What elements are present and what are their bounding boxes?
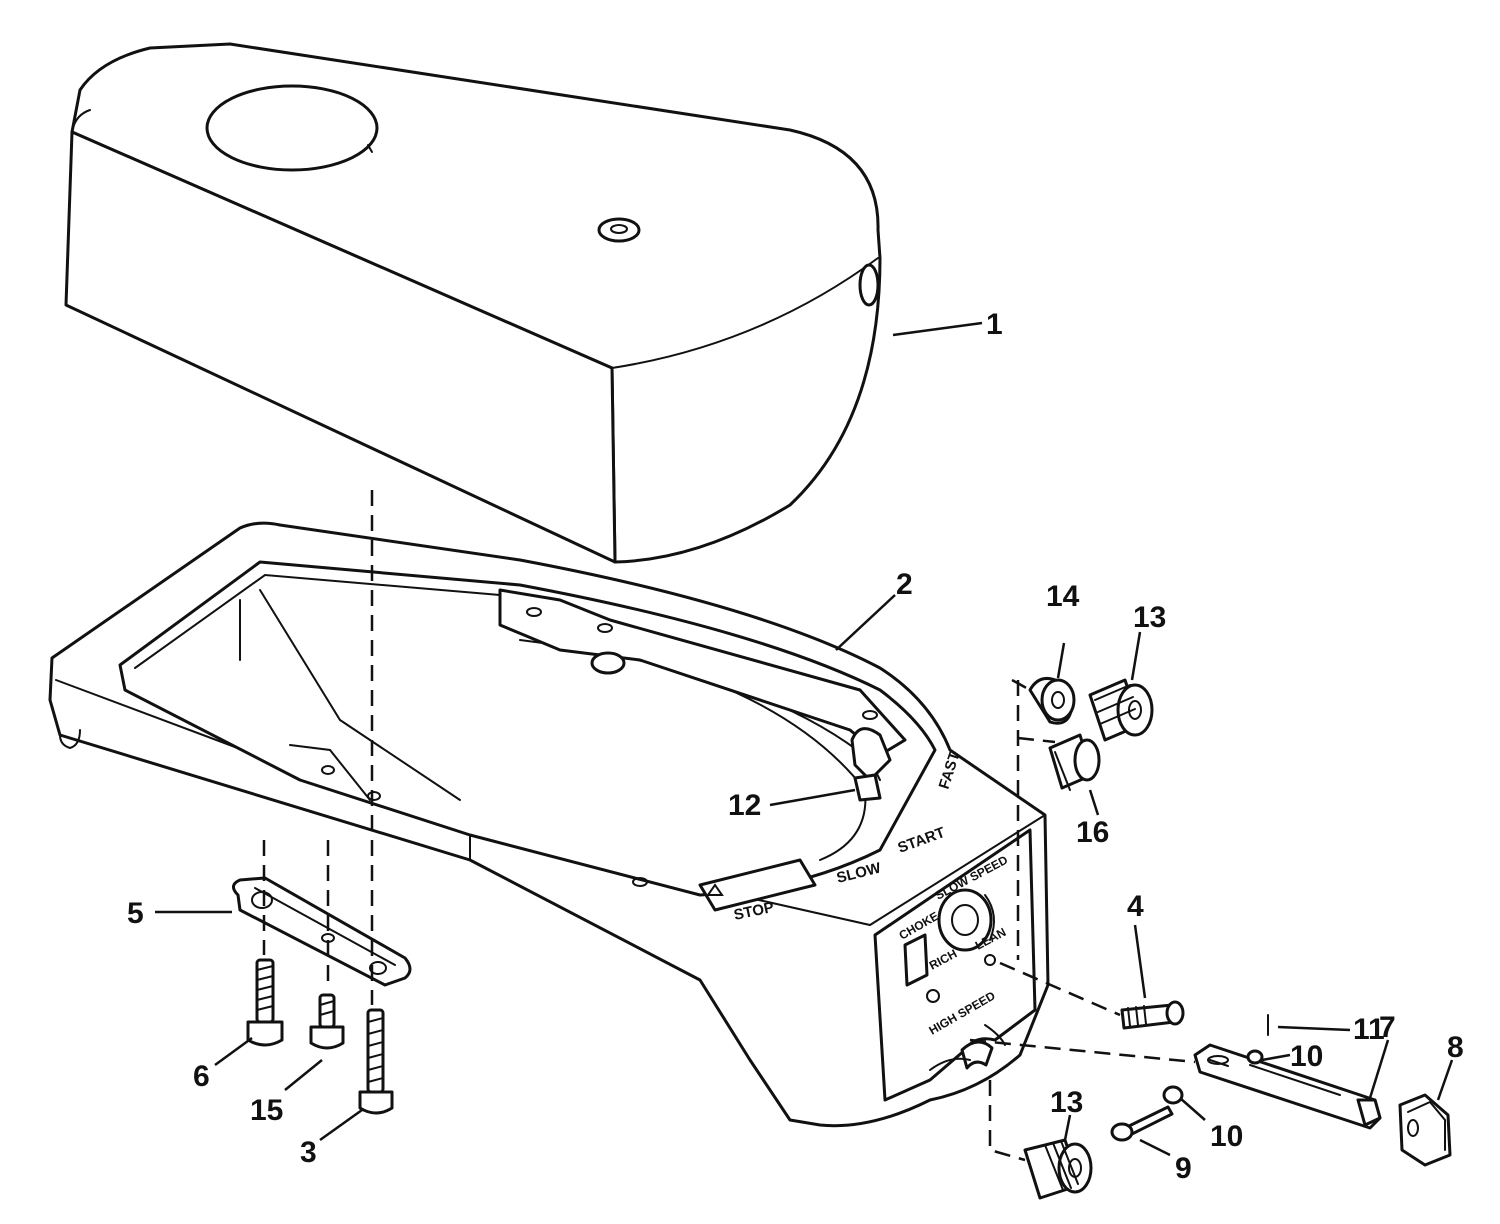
callout-3: 3 [300,1136,317,1169]
washer-14 [1028,676,1076,725]
link-bar-7 [1193,1043,1382,1130]
cover-top-opening [205,84,379,172]
callout-16: 16 [1076,816,1109,849]
washer-10-upper [1246,1049,1264,1065]
leader-lines [155,321,1454,1157]
screw-15 [309,993,345,1050]
screw-4 [1120,1000,1185,1030]
speed-clip [853,773,882,802]
callout-12: 12 [728,789,761,822]
callout-5: 5 [127,897,144,930]
cover-screw-hole [597,217,641,243]
screw-6 [246,958,284,1047]
clip-8 [1398,1093,1452,1167]
callout-1: 1 [986,308,1003,341]
slow-speed-dial [937,888,993,952]
callout-14: 14 [1046,580,1080,613]
callout-15: 15 [250,1094,283,1127]
knob-13-lower [1023,1138,1093,1200]
callout-7: 7 [1379,1011,1396,1044]
knob-13-upper [1088,678,1154,742]
callout-11: 11 [1353,1013,1385,1046]
callout-10-upper: 10 [1290,1040,1323,1073]
pin-9 [1110,1105,1174,1142]
warning-decal [698,858,817,912]
assembly-lines [262,490,1196,1162]
callout-9: 9 [1175,1152,1192,1185]
callout-4: 4 [1127,890,1144,923]
cover-side-hole [858,263,880,307]
callout-2: 2 [896,568,913,601]
callout-8: 8 [1447,1031,1464,1064]
callout-10-lower: 10 [1210,1120,1243,1153]
screw-3 [358,1008,394,1115]
washer-10-lower [1162,1085,1184,1105]
callout-6: 6 [193,1060,210,1093]
choke-box [903,933,929,987]
callout-13-lower: 13 [1050,1086,1083,1119]
engine-cover [64,42,882,564]
callout-13-upper: 13 [1133,601,1166,634]
cap-16 [1048,733,1101,791]
lower-cover-pan [48,521,1050,1128]
